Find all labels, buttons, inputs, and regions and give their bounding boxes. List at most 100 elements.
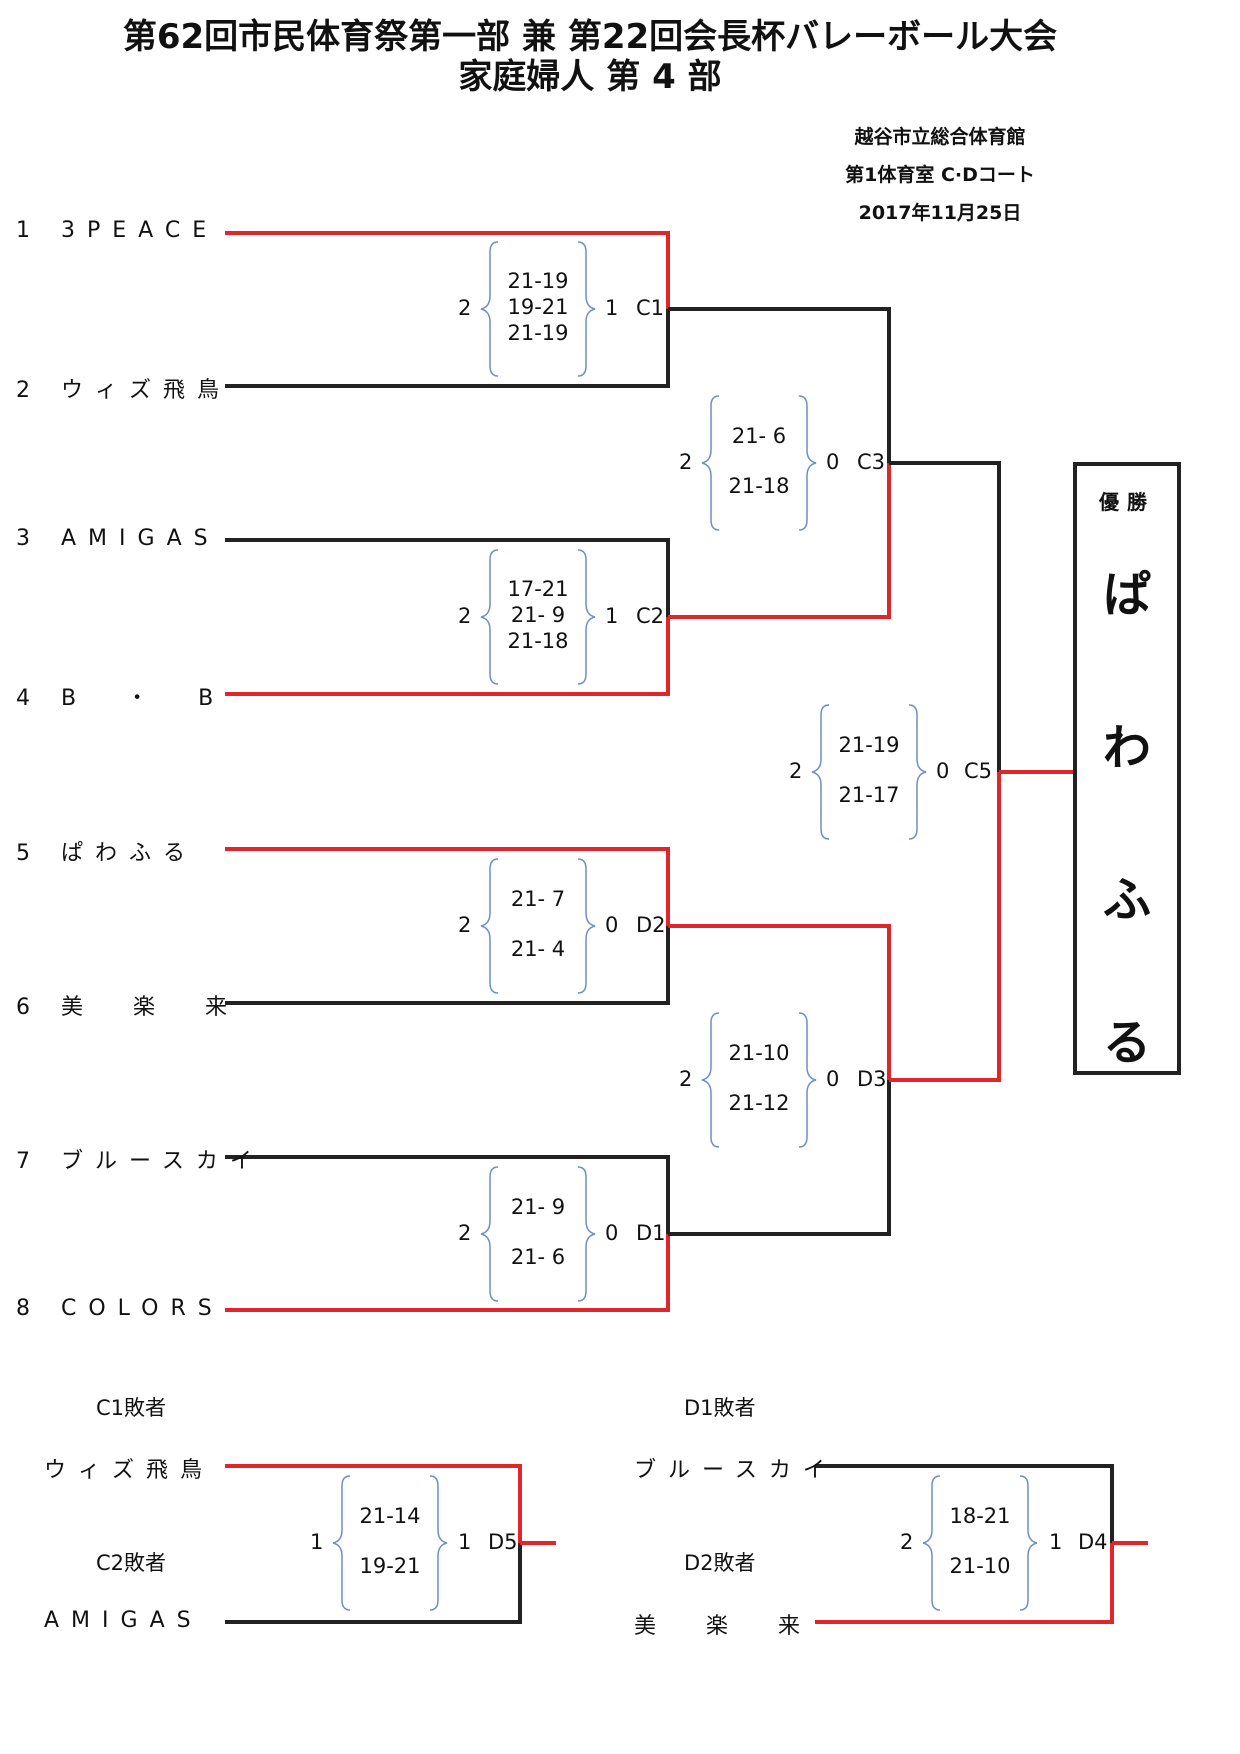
- consolation-left-top-team: ウィズ飛鳥: [44, 1458, 215, 1483]
- brace-c3-left: [701, 395, 720, 531]
- team-row: 3 AMIGAS: [16, 526, 226, 551]
- line-c1-bottom: [225, 309, 670, 388]
- page-subtitle: 家庭婦人 第 4 部: [458, 57, 722, 97]
- consolation-right-bottom-team: 美 楽 来: [634, 1614, 812, 1639]
- match-c5-left-sets: 2: [789, 759, 803, 783]
- brace-d5-right: [429, 1475, 448, 1611]
- team-seed: 5: [16, 841, 42, 866]
- match-c5-set-1: 21-19: [838, 733, 900, 757]
- match-c1-code: C1: [636, 296, 665, 320]
- team-name: COLORS: [61, 1296, 224, 1321]
- brace-c1-right: [577, 241, 596, 377]
- match-c3-set-2: 21-18: [728, 474, 790, 498]
- champion-char: る: [1102, 1015, 1151, 1071]
- consolation-left-bottom-label: C2敗者: [96, 1551, 167, 1575]
- match-d1-code: D1: [636, 1221, 666, 1245]
- line-c5-bottom: [889, 772, 1001, 1082]
- match-d5-set-2: 19-21: [359, 1554, 421, 1578]
- match-c2-set-2: 21- 9: [510, 603, 566, 627]
- match-d4-set-1: 18-21: [949, 1504, 1011, 1528]
- match-d2-code: D2: [636, 913, 666, 937]
- match-d4-code: D4: [1078, 1530, 1108, 1554]
- consolation-right-top-team: ブルースカイ: [634, 1458, 837, 1483]
- brace-d5-left: [332, 1475, 351, 1611]
- consolation-left-bottom-team: AMIGAS: [44, 1608, 203, 1633]
- champion-char: わ: [1102, 720, 1151, 776]
- match-c1-set-2: 19-21: [507, 295, 569, 319]
- match-c3-right-sets: 0: [826, 450, 840, 474]
- brace-c5-right: [908, 704, 927, 840]
- brace-d2-left: [480, 858, 499, 994]
- champion-char: ぱ: [1102, 567, 1151, 623]
- line-d3-bottom: [668, 1080, 891, 1236]
- match-d5-code: D5: [488, 1530, 518, 1554]
- team-row: 6 美 楽 来: [16, 989, 227, 1021]
- match-c2-left-sets: 2: [458, 604, 472, 628]
- brace-d3-left: [701, 1012, 720, 1148]
- brace-c5-left: [811, 704, 830, 840]
- match-c1-set-1: 21-19: [507, 269, 569, 293]
- team-seed: 4: [16, 686, 42, 711]
- brace-d4-right: [1019, 1475, 1038, 1611]
- match-c1-left-sets: 2: [458, 296, 472, 320]
- page-title: 第62回市民体育祭第一部 兼 第22回会長杯バレーボール大会: [122, 17, 1058, 57]
- date: 2017年11月25日: [858, 202, 1022, 224]
- match-d4-set-2: 21-10: [949, 1554, 1011, 1578]
- match-c5-code: C5: [964, 759, 993, 783]
- line-c1-top: [225, 231, 670, 309]
- line-d4-top: [815, 1464, 1114, 1543]
- match-c2-set-3: 21-18: [507, 629, 569, 653]
- match-d5-right-sets: 1: [458, 1530, 472, 1554]
- line-c3-top: [668, 307, 891, 463]
- brace-c2-right: [577, 549, 596, 685]
- brace-d2-right: [577, 858, 596, 994]
- match-c1-set-3: 21-19: [507, 321, 569, 345]
- match-c2-set-1: 17-21: [507, 577, 569, 601]
- brace-d1-right: [577, 1166, 596, 1302]
- line-d4-bottom: [815, 1543, 1114, 1624]
- match-d2-left-sets: 2: [458, 913, 472, 937]
- match-c5-set-2: 21-17: [838, 783, 900, 807]
- team-seed: 2: [16, 378, 42, 403]
- team-row: 2 ウィズ飛鳥: [16, 372, 226, 404]
- team-row: 7 ブルースカイ: [16, 1143, 252, 1175]
- match-d2-right-sets: 0: [605, 913, 619, 937]
- match-d3-left-sets: 2: [679, 1067, 693, 1091]
- team-seed: 7: [16, 1149, 42, 1174]
- team-row: 5 ぱわふる: [16, 835, 226, 867]
- match-d3-code: D3: [857, 1067, 887, 1091]
- match-d5-left-sets: 1: [310, 1530, 324, 1554]
- team-row: 1 3PEACE: [16, 218, 226, 243]
- brace-d4-left: [922, 1475, 941, 1611]
- line-c2-top: [225, 538, 670, 617]
- match-d1-set-2: 21- 6: [510, 1245, 566, 1269]
- champion-label: 優勝: [1099, 490, 1155, 514]
- match-d2-set-2: 21- 4: [510, 937, 566, 961]
- team-row: 8 COLORS: [16, 1296, 226, 1321]
- team-name: ウィズ飛鳥: [61, 378, 232, 403]
- match-c1-right-sets: 1: [605, 296, 619, 320]
- consolation-right-top-label: D1敗者: [684, 1396, 756, 1420]
- line-d3-top: [668, 924, 891, 1080]
- match-d1-set-1: 21- 9: [510, 1195, 566, 1219]
- team-row: 4 B ・ B: [16, 680, 226, 712]
- line-d1-bottom: [225, 1234, 670, 1312]
- line-c3-bottom: [668, 463, 891, 619]
- champion-char: ふ: [1102, 872, 1151, 928]
- team-seed: 1: [16, 218, 42, 243]
- line-c2-bottom: [225, 617, 670, 696]
- team-name: ぱわふる: [61, 841, 198, 866]
- match-d1-left-sets: 2: [458, 1221, 472, 1245]
- match-d4-right-sets: 1: [1049, 1530, 1063, 1554]
- team-seed: 6: [16, 995, 42, 1020]
- consolation-left-top-label: C1敗者: [96, 1396, 167, 1420]
- venue: 越谷市立総合体育館: [854, 126, 1026, 148]
- line-d2-top: [225, 847, 670, 926]
- brace-d3-right: [798, 1012, 817, 1148]
- match-d3-right-sets: 0: [826, 1067, 840, 1091]
- brace-c3-right: [798, 395, 817, 531]
- line-d2-bottom: [225, 926, 670, 1005]
- team-name: ブルースカイ: [61, 1149, 264, 1174]
- match-c3-set-1: 21- 6: [731, 424, 787, 448]
